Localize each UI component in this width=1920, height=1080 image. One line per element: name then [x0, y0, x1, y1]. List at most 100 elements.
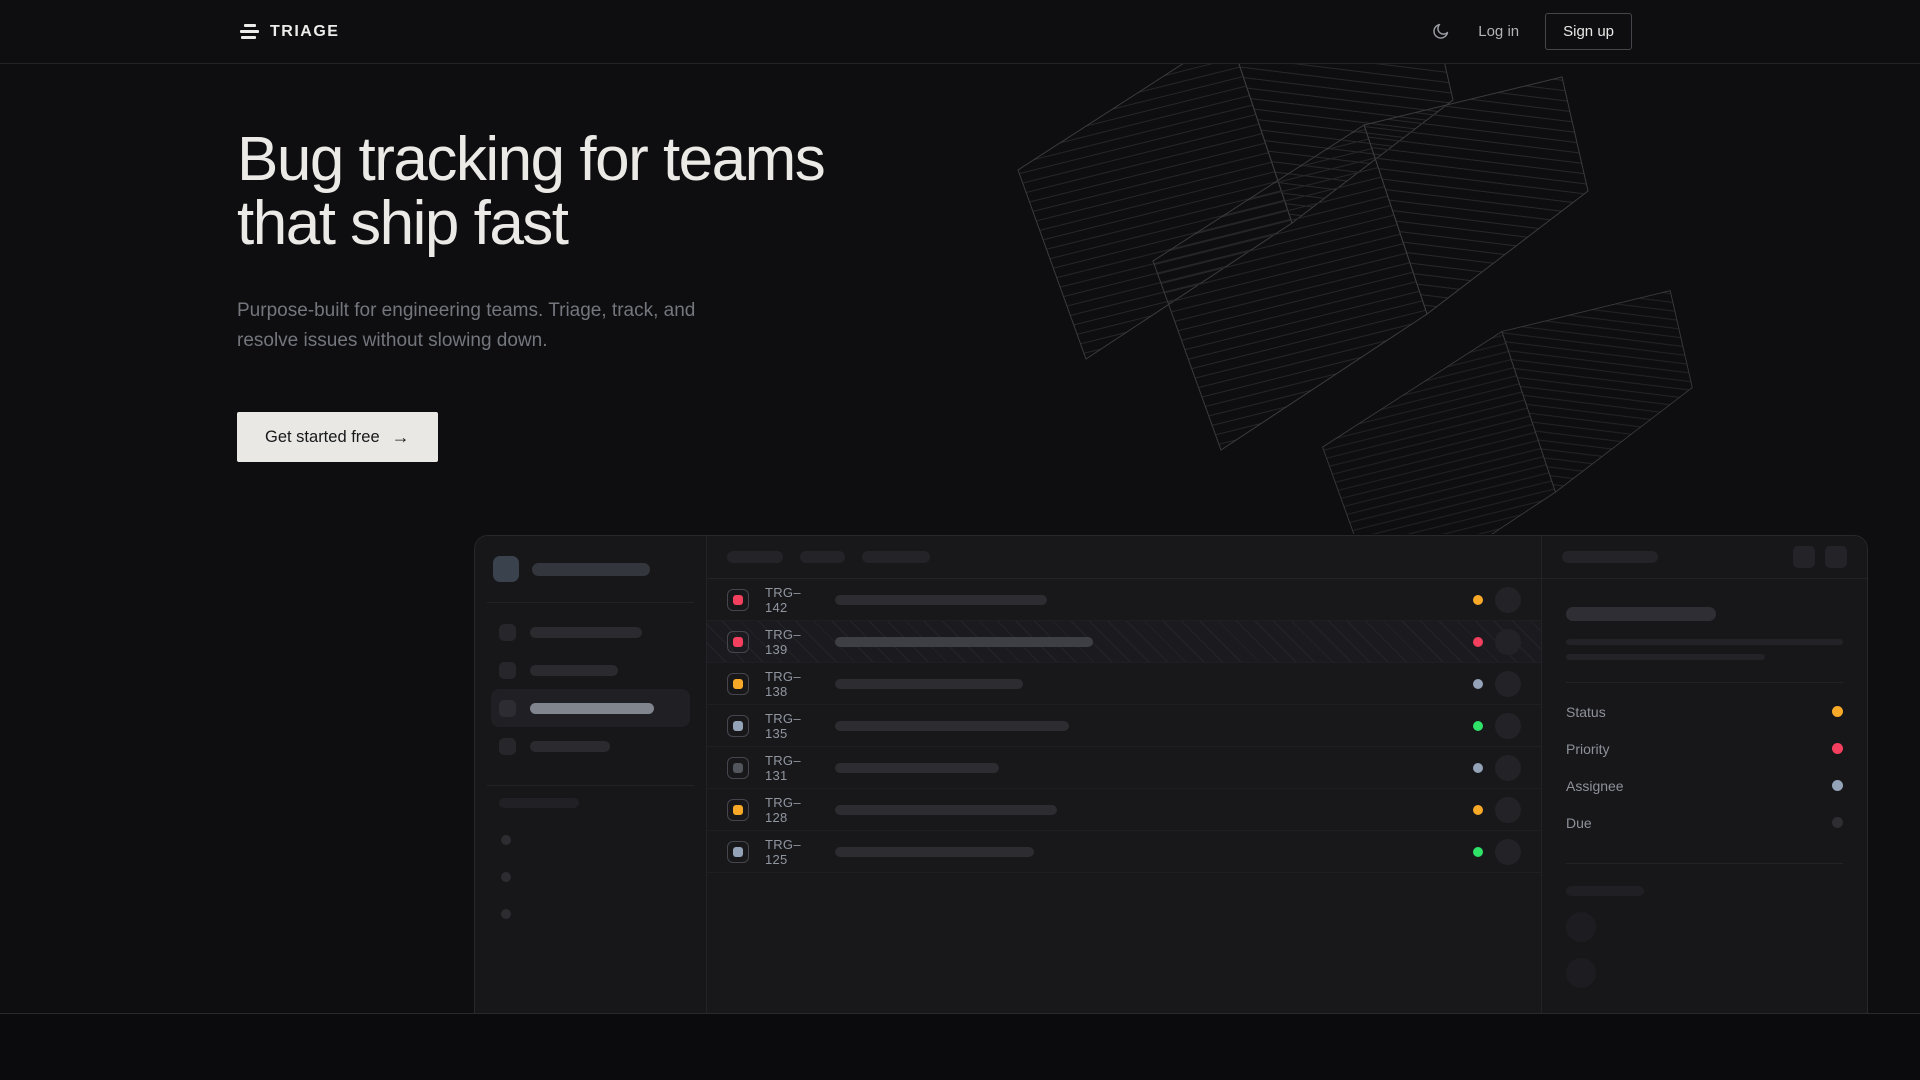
workspace-avatar	[493, 556, 519, 582]
field-value-dot	[1832, 780, 1843, 791]
sidebar-item-icon	[499, 738, 516, 755]
sidebar-dot-skeleton	[501, 909, 511, 919]
assignee-avatar	[1495, 839, 1521, 865]
title-line-2: that ship fast	[237, 189, 568, 258]
assignee-avatar	[1495, 587, 1521, 613]
sidebar-dot-skeleton	[501, 872, 511, 882]
title-line-1: Bug tracking for teams	[237, 125, 824, 194]
field-value-dot	[1832, 706, 1843, 717]
moon-icon	[1431, 22, 1450, 41]
divider	[1566, 863, 1843, 864]
issue-title-skeleton	[835, 721, 1069, 731]
top-nav: TRIAGE Log in Sign up	[0, 0, 1920, 64]
triage-bars-icon	[240, 24, 259, 39]
issue-id: TRG–135	[765, 711, 823, 741]
footer-band	[0, 1013, 1920, 1080]
detail-field-row: Priority	[1566, 730, 1843, 767]
workspace-name-skeleton	[532, 563, 650, 576]
status-dot	[1473, 847, 1483, 857]
comment-avatar-skeleton	[1566, 912, 1596, 942]
divider	[487, 602, 694, 603]
sidebar-item-label-skeleton	[530, 665, 618, 676]
filter-pill-skeleton	[727, 551, 783, 563]
field-label: Status	[1566, 704, 1606, 720]
sidebar-section-skeleton	[499, 798, 579, 808]
detail-section-skeleton	[1566, 886, 1644, 896]
sidebar-item-skeleton	[491, 613, 690, 651]
detail-field-row: Status	[1566, 693, 1843, 730]
issue-type-icon	[727, 841, 749, 863]
sidebar-item-label-skeleton	[530, 627, 642, 638]
brand-logo[interactable]: TRIAGE	[240, 23, 339, 41]
filter-pill-skeleton	[800, 551, 845, 563]
issue-title-skeleton	[835, 847, 1034, 857]
mockup-issue-list-pane: TRG–142 TRG–139 TRG–138 TRG–135 TRG–131 …	[707, 536, 1541, 1013]
assignee-avatar	[1495, 629, 1521, 655]
cta-label: Get started free	[265, 428, 380, 447]
field-label: Priority	[1566, 741, 1610, 757]
sidebar-item-skeleton	[491, 651, 690, 689]
filter-pill-skeleton	[862, 551, 930, 563]
theme-toggle-button[interactable]	[1428, 20, 1452, 44]
sidebar-item-icon	[499, 624, 516, 641]
assignee-avatar	[1495, 671, 1521, 697]
issue-title-skeleton	[835, 595, 1047, 605]
issue-title-skeleton	[835, 805, 1057, 815]
status-dot	[1473, 721, 1483, 731]
detail-title-skeleton	[1566, 607, 1716, 621]
sidebar-item-icon	[499, 700, 516, 717]
sidebar-dot-skeleton	[501, 835, 511, 845]
issue-id: TRG–125	[765, 837, 823, 867]
issue-id: TRG–128	[765, 795, 823, 825]
issue-list: TRG–142 TRG–139 TRG–138 TRG–135 TRG–131 …	[707, 579, 1541, 873]
detail-field-row: Due	[1566, 804, 1843, 841]
sidebar-item-label-skeleton	[530, 741, 610, 752]
issue-id: TRG–142	[765, 585, 823, 615]
assignee-avatar	[1495, 755, 1521, 781]
issue-row: TRG–142	[707, 579, 1541, 621]
issue-row: TRG–135	[707, 705, 1541, 747]
mockup-sidebar	[475, 536, 707, 1013]
field-label: Assignee	[1566, 778, 1624, 794]
status-dot	[1473, 805, 1483, 815]
issue-type-icon	[727, 673, 749, 695]
get-started-button[interactable]: Get started free →	[237, 412, 438, 462]
assignee-avatar	[1495, 713, 1521, 739]
arrow-right-icon: →	[392, 428, 410, 446]
status-dot	[1473, 679, 1483, 689]
issue-type-icon	[727, 631, 749, 653]
page-title: Bug tracking for teams that ship fast	[237, 64, 1920, 256]
issue-type-icon	[727, 799, 749, 821]
issue-title-skeleton	[835, 763, 999, 773]
status-dot	[1473, 595, 1483, 605]
issue-id: TRG–139	[765, 627, 823, 657]
issue-title-skeleton	[835, 637, 1093, 647]
issue-id: TRG–131	[765, 753, 823, 783]
issue-title-skeleton	[835, 679, 1023, 689]
divider	[1566, 682, 1843, 683]
issue-row: TRG–125	[707, 831, 1541, 873]
status-dot	[1473, 637, 1483, 647]
signup-button[interactable]: Sign up	[1545, 13, 1632, 50]
sidebar-item-skeleton	[491, 727, 690, 765]
panel-action-skeleton	[1793, 546, 1815, 568]
mockup-detail-panel: Status Priority Assignee Due	[1541, 536, 1867, 1013]
issue-row: TRG–128	[707, 789, 1541, 831]
issue-type-icon	[727, 715, 749, 737]
mockup-workspace-row	[491, 556, 690, 582]
hero-subtitle: Purpose-built for engineering teams. Tri…	[237, 296, 717, 356]
assignee-avatar	[1495, 797, 1521, 823]
issue-type-icon	[727, 757, 749, 779]
detail-header-actions	[1793, 546, 1847, 568]
sidebar-item-label-skeleton	[530, 703, 654, 714]
login-link[interactable]: Log in	[1478, 23, 1519, 40]
issue-type-icon	[727, 589, 749, 611]
detail-text-skeleton	[1566, 654, 1765, 660]
sidebar-item-skeleton-active	[491, 689, 690, 727]
detail-header	[1542, 536, 1867, 579]
field-value-dot	[1832, 743, 1843, 754]
divider	[487, 785, 694, 786]
brand-name: TRIAGE	[270, 23, 339, 41]
hero-section: Bug tracking for teams that ship fast Pu…	[0, 64, 1920, 1013]
panel-action-skeleton	[1825, 546, 1847, 568]
